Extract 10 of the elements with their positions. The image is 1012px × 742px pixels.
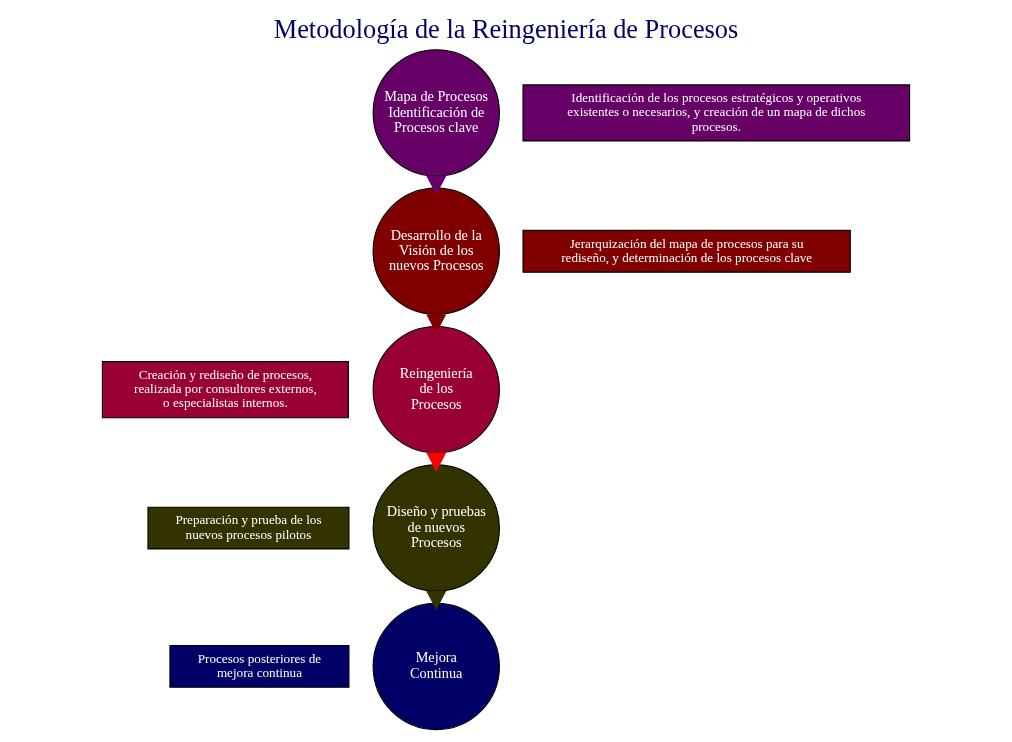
- node-circle: Diseño y pruebas de nuevos Procesos: [372, 464, 500, 592]
- node-box: Procesos posteriores de mejora continua: [169, 645, 350, 688]
- diagram-title: Metodología de la Reingeniería de Procesos: [273, 14, 739, 44]
- node-circle: Mejora Continua: [372, 602, 500, 731]
- node-box: Creación y rediseño de procesos, realizada por consultores externos, o especialistas internos.: [101, 361, 349, 419]
- node-box: Jerarquización del mapa de procesos para su rediseño, y determinación de los procesos clave: [522, 229, 851, 273]
- node-box: Preparación y prueba de los nuevos procesos pilotos: [147, 506, 350, 550]
- node-circle: Desarrollo de la Visión de los nuevos Procesos: [372, 187, 500, 315]
- node-box: Identificación de los procesos estratégicos y operativos existentes o necesarios, y creación de un mapa de dichos procesos.: [522, 84, 911, 142]
- node-circle: Mapa de Procesos Identificación de Procesos clave: [372, 49, 500, 177]
